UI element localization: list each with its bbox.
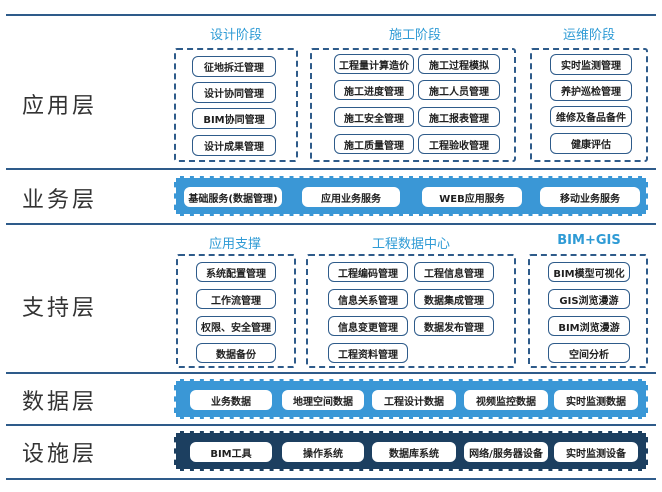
- business-item-1[interactable]: 应用业务服务: [302, 187, 400, 207]
- operation-stage-box: [530, 48, 648, 162]
- construction-item-7[interactable]: 工程验收管理: [418, 134, 500, 154]
- construction-item-1[interactable]: 施工过程模拟: [418, 54, 500, 74]
- data-item-2[interactable]: 工程设计数据: [372, 390, 456, 410]
- design-item-3[interactable]: 设计成果管理: [192, 135, 276, 156]
- construction-stage-title: 施工阶段: [388, 28, 441, 43]
- bim-gis-title: BIM+GIS: [557, 233, 621, 248]
- divider-top: [6, 14, 656, 16]
- bim-gis-item-3[interactable]: 空间分析: [548, 343, 630, 363]
- business-item-2[interactable]: WEB应用服务: [422, 187, 522, 207]
- infra-item-3[interactable]: 网络/服务器设备: [464, 442, 548, 462]
- data-center-item-5[interactable]: 数据发布管理: [414, 316, 494, 336]
- divider-bottom: [6, 478, 656, 480]
- construction-item-2[interactable]: 施工进度管理: [334, 80, 414, 100]
- data-center-item-2[interactable]: 信息关系管理: [328, 289, 408, 309]
- operation-item-0[interactable]: 实时监测管理: [550, 54, 632, 75]
- design-stage-title: 设计阶段: [209, 28, 262, 43]
- infra-item-0[interactable]: BIM工具: [190, 442, 272, 462]
- data-band: 业务数据 地理空间数据 工程设计数据 视频监控数据 实时监测数据: [174, 379, 648, 419]
- operation-item-3[interactable]: 健康评估: [550, 133, 632, 154]
- bim-gis-item-1[interactable]: GIS浏览漫游: [548, 289, 630, 309]
- data-item-1[interactable]: 地理空间数据: [282, 390, 364, 410]
- operation-item-2[interactable]: 维修及备品备件: [550, 106, 632, 127]
- operation-item-1[interactable]: 养护巡检管理: [550, 80, 632, 101]
- app-support-item-2[interactable]: 权限、安全管理: [196, 316, 276, 336]
- layer-label-data: 数据层: [22, 390, 98, 415]
- infrastructure-band: BIM工具 操作系统 数据库系统 网络/服务器设备 实时监测设备: [174, 431, 648, 471]
- bim-gis-item-0[interactable]: BIM模型可视化: [548, 262, 630, 282]
- data-center-item-6[interactable]: 工程资料管理: [328, 343, 408, 363]
- engineering-data-center-title: 工程数据中心: [371, 237, 450, 252]
- construction-item-4[interactable]: 施工安全管理: [334, 107, 414, 127]
- app-support-box: [176, 254, 296, 368]
- bim-gis-box: [528, 254, 648, 368]
- data-item-3[interactable]: 视频监控数据: [464, 390, 548, 410]
- infra-item-2[interactable]: 数据库系统: [372, 442, 456, 462]
- construction-item-3[interactable]: 施工人员管理: [418, 80, 500, 100]
- design-item-0[interactable]: 征地拆迁管理: [192, 56, 276, 77]
- data-center-item-0[interactable]: 工程编码管理: [328, 262, 408, 282]
- divider-data-infra: [6, 424, 656, 426]
- app-support-title: 应用支撑: [208, 237, 261, 252]
- divider-biz-support: [6, 223, 656, 225]
- construction-stage-box: [310, 48, 516, 162]
- layer-label-support: 支持层: [22, 296, 98, 321]
- infra-item-4[interactable]: 实时监测设备: [554, 442, 638, 462]
- construction-item-6[interactable]: 施工质量管理: [334, 134, 414, 154]
- data-item-0[interactable]: 业务数据: [190, 390, 272, 410]
- design-item-1[interactable]: 设计协同管理: [192, 82, 276, 103]
- construction-item-5[interactable]: 施工报表管理: [418, 107, 500, 127]
- layer-label-business: 业务层: [22, 188, 98, 213]
- data-center-item-4[interactable]: 信息变更管理: [328, 316, 408, 336]
- business-band: 基础服务(数据管理) 应用业务服务 WEB应用服务 移动业务服务: [174, 176, 648, 216]
- business-item-3[interactable]: 移动业务服务: [540, 187, 640, 207]
- layer-label-infrastructure: 设施层: [22, 442, 98, 467]
- app-support-item-3[interactable]: 数据备份: [196, 343, 276, 363]
- design-stage-box: [174, 48, 298, 162]
- operation-stage-title: 运维阶段: [562, 28, 615, 43]
- app-support-item-0[interactable]: 系统配置管理: [196, 262, 276, 282]
- divider-support-data: [6, 372, 656, 374]
- app-support-item-1[interactable]: 工作流管理: [196, 289, 276, 309]
- data-center-item-3[interactable]: 数据集成管理: [414, 289, 494, 309]
- engineering-data-center-box: [306, 254, 516, 368]
- data-item-4[interactable]: 实时监测数据: [554, 390, 638, 410]
- layer-label-application: 应用层: [22, 94, 98, 119]
- bim-gis-item-2[interactable]: BIM浏览漫游: [548, 316, 630, 336]
- infra-item-1[interactable]: 操作系统: [282, 442, 364, 462]
- divider-app-biz: [6, 168, 656, 170]
- construction-item-0[interactable]: 工程量计算造价: [334, 54, 414, 74]
- business-item-0[interactable]: 基础服务(数据管理): [184, 187, 282, 207]
- design-item-2[interactable]: BIM协同管理: [192, 108, 276, 129]
- data-center-item-1[interactable]: 工程信息管理: [414, 262, 494, 282]
